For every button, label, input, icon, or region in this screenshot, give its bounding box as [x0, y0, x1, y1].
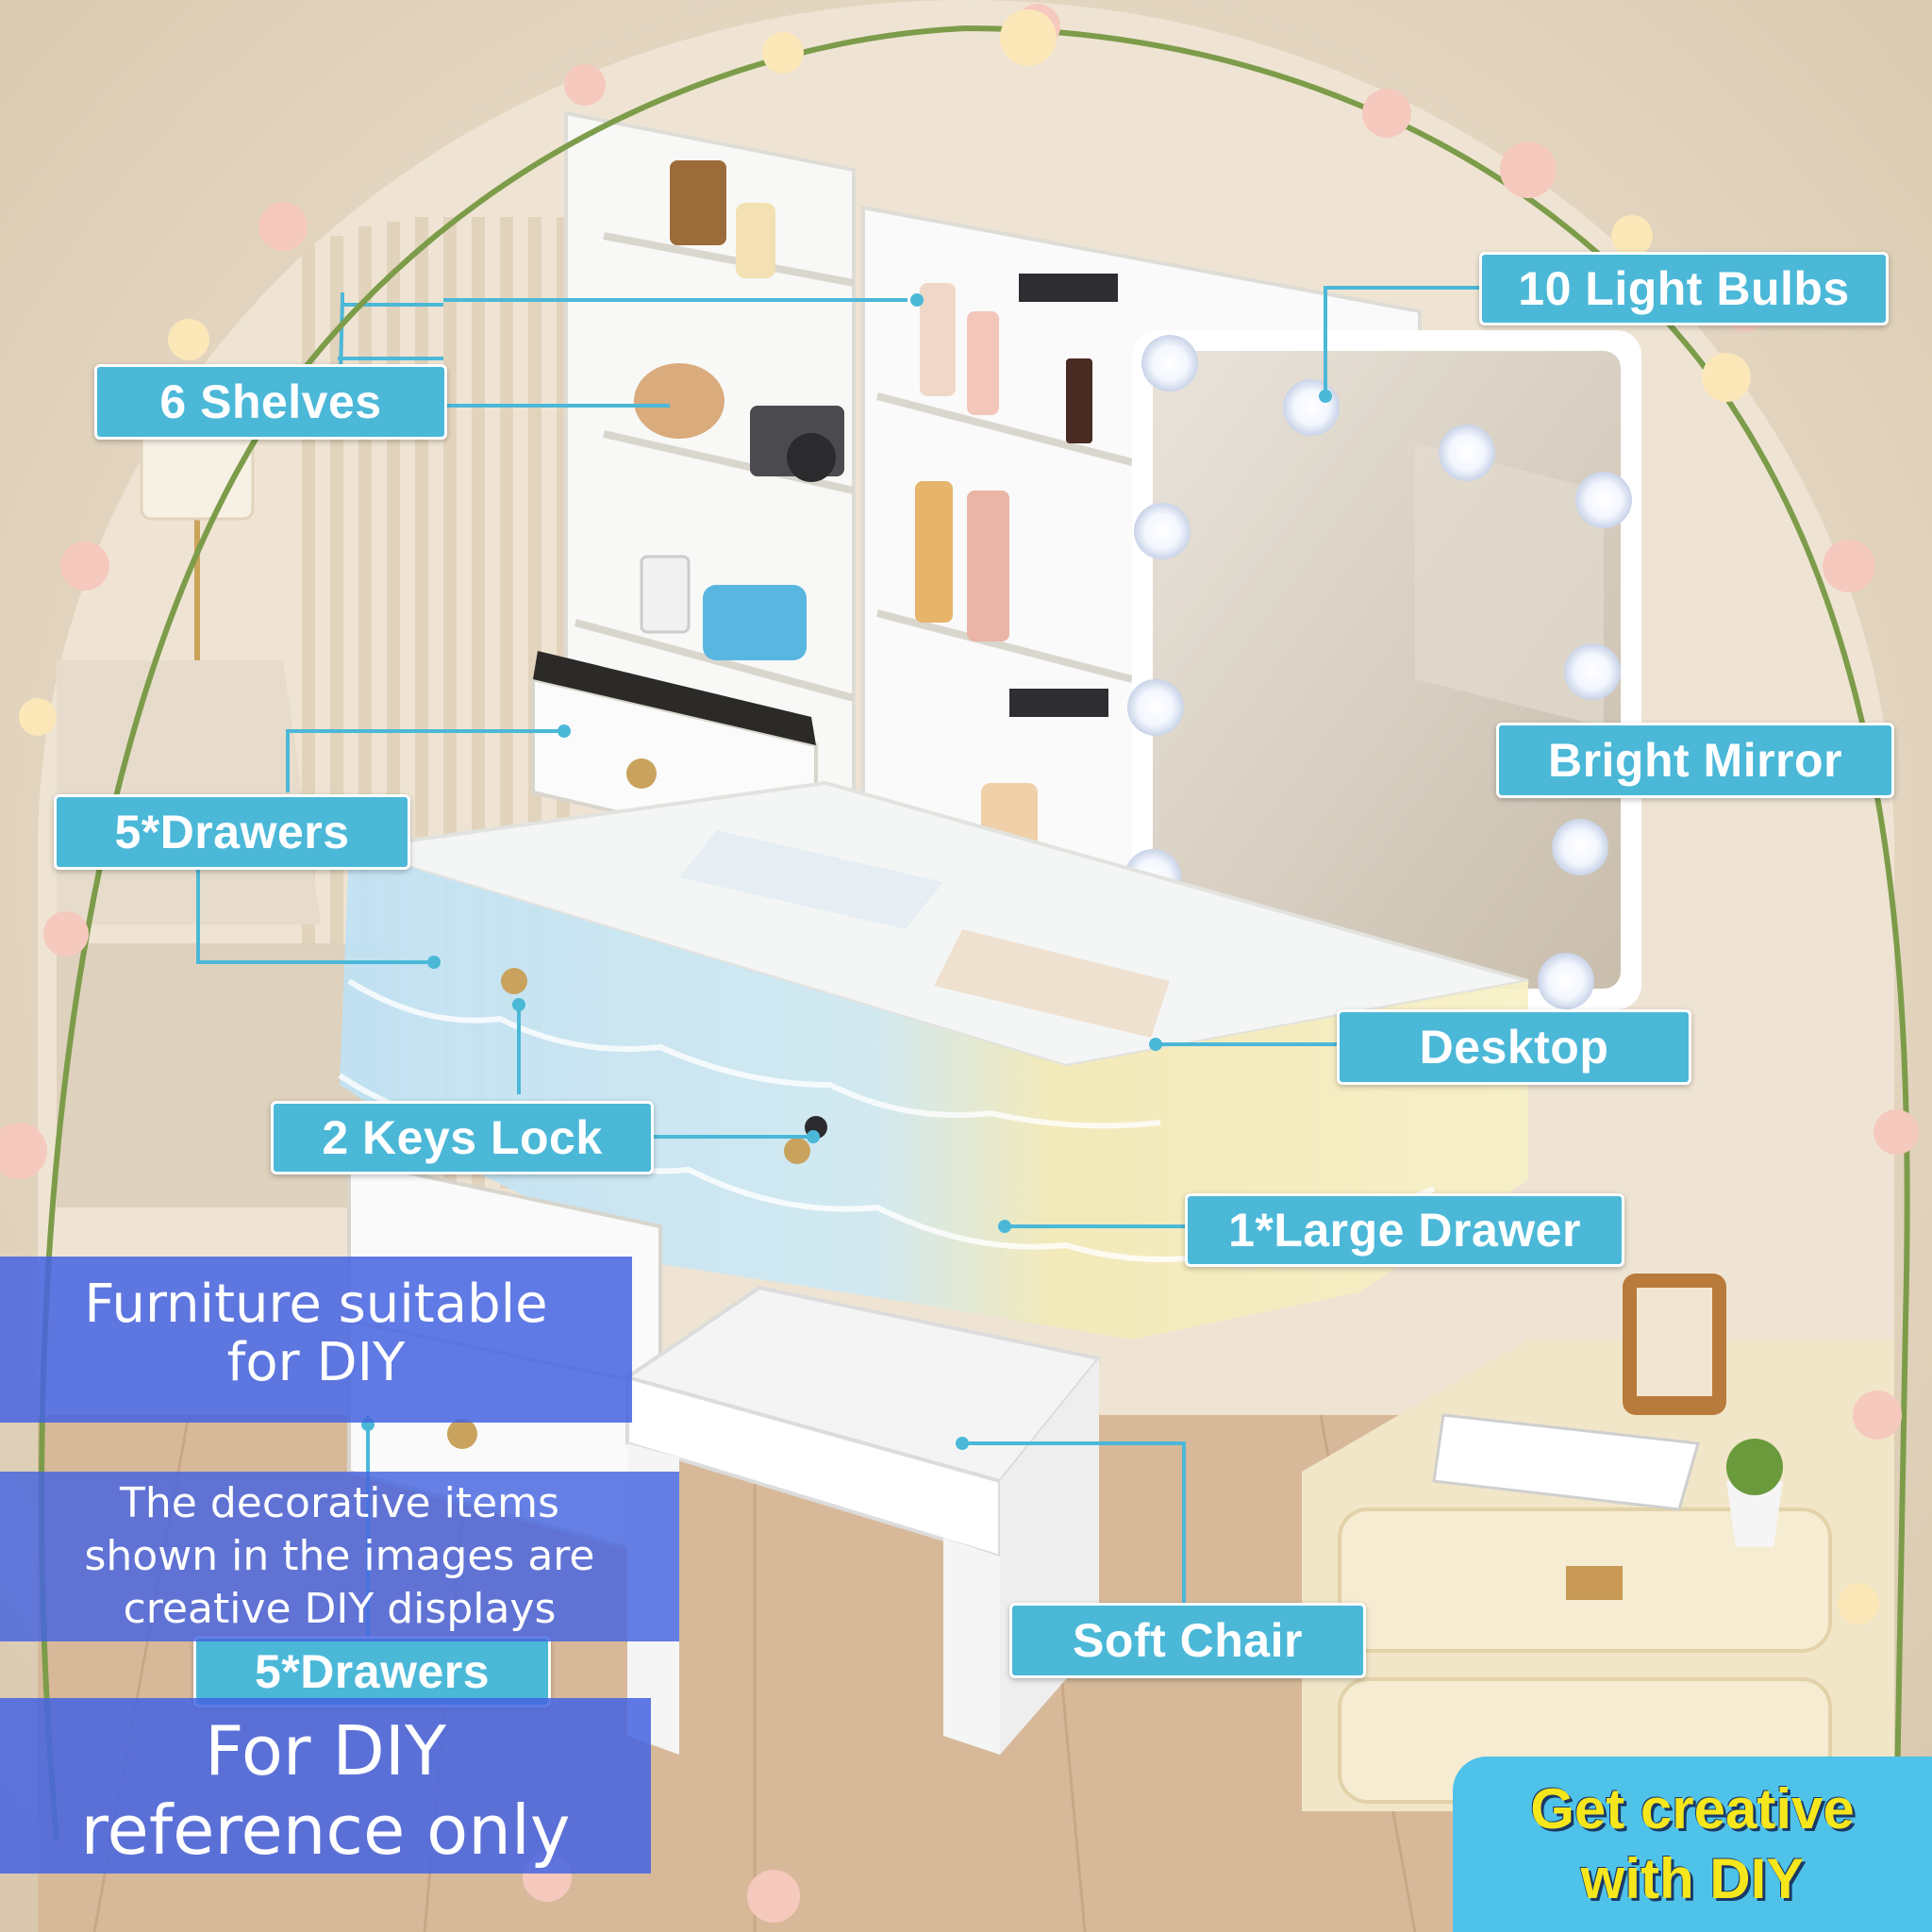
reference-only-panel: For DIY reference only: [0, 1698, 651, 1874]
soft-chair-callout: Soft Chair: [1009, 1603, 1366, 1678]
drawers-bottom-callout: 5*Drawers: [193, 1636, 551, 1707]
soft-chair-label: Soft Chair: [1073, 1614, 1303, 1667]
light-bulbs-label: 10 Light Bulbs: [1518, 262, 1850, 315]
bright-mirror-label: Bright Mirror: [1547, 734, 1843, 787]
keys-lock-callout: 2 Keys Lock: [271, 1101, 654, 1174]
furniture-diy-panel: Furniture suitable for DIY: [0, 1257, 632, 1423]
get-creative-badge: Get creative with DIY: [1453, 1757, 1932, 1932]
drawers-top-callout: 5*Drawers: [54, 794, 410, 870]
shelves-callout: 6 Shelves: [94, 364, 447, 440]
flower-wreath-icon: [0, 4, 1919, 1923]
large-drawer-label: 1*Large Drawer: [1228, 1204, 1581, 1257]
decorative-line-2: shown in the images are: [84, 1532, 595, 1580]
bright-mirror-callout: Bright Mirror: [1496, 723, 1894, 798]
decorative-line-3: creative DIY displays: [123, 1585, 557, 1633]
desktop-callout: Desktop: [1337, 1009, 1691, 1085]
decorative-line-1: The decorative items: [120, 1479, 559, 1527]
desktop-label: Desktop: [1419, 1021, 1609, 1074]
furniture-line-2: for DIY: [226, 1332, 406, 1393]
drawers-bottom-label: 5*Drawers: [254, 1645, 491, 1698]
large-drawer-callout: 1*Large Drawer: [1185, 1193, 1624, 1267]
badge-line-2: with DIY: [1580, 1847, 1805, 1910]
reference-line-1: For DIY: [204, 1711, 447, 1790]
decorative-items-panel: The decorative items shown in the images…: [0, 1472, 679, 1641]
keys-lock-label: 2 Keys Lock: [322, 1111, 603, 1164]
reference-line-2: reference only: [80, 1790, 571, 1870]
light-bulbs-callout: 10 Light Bulbs: [1479, 252, 1889, 325]
drawers-top-label: 5*Drawers: [114, 806, 350, 858]
badge-line-1: Get creative: [1530, 1777, 1855, 1840]
furniture-line-1: Furniture suitable: [84, 1274, 548, 1335]
shelves-label: 6 Shelves: [159, 375, 382, 428]
